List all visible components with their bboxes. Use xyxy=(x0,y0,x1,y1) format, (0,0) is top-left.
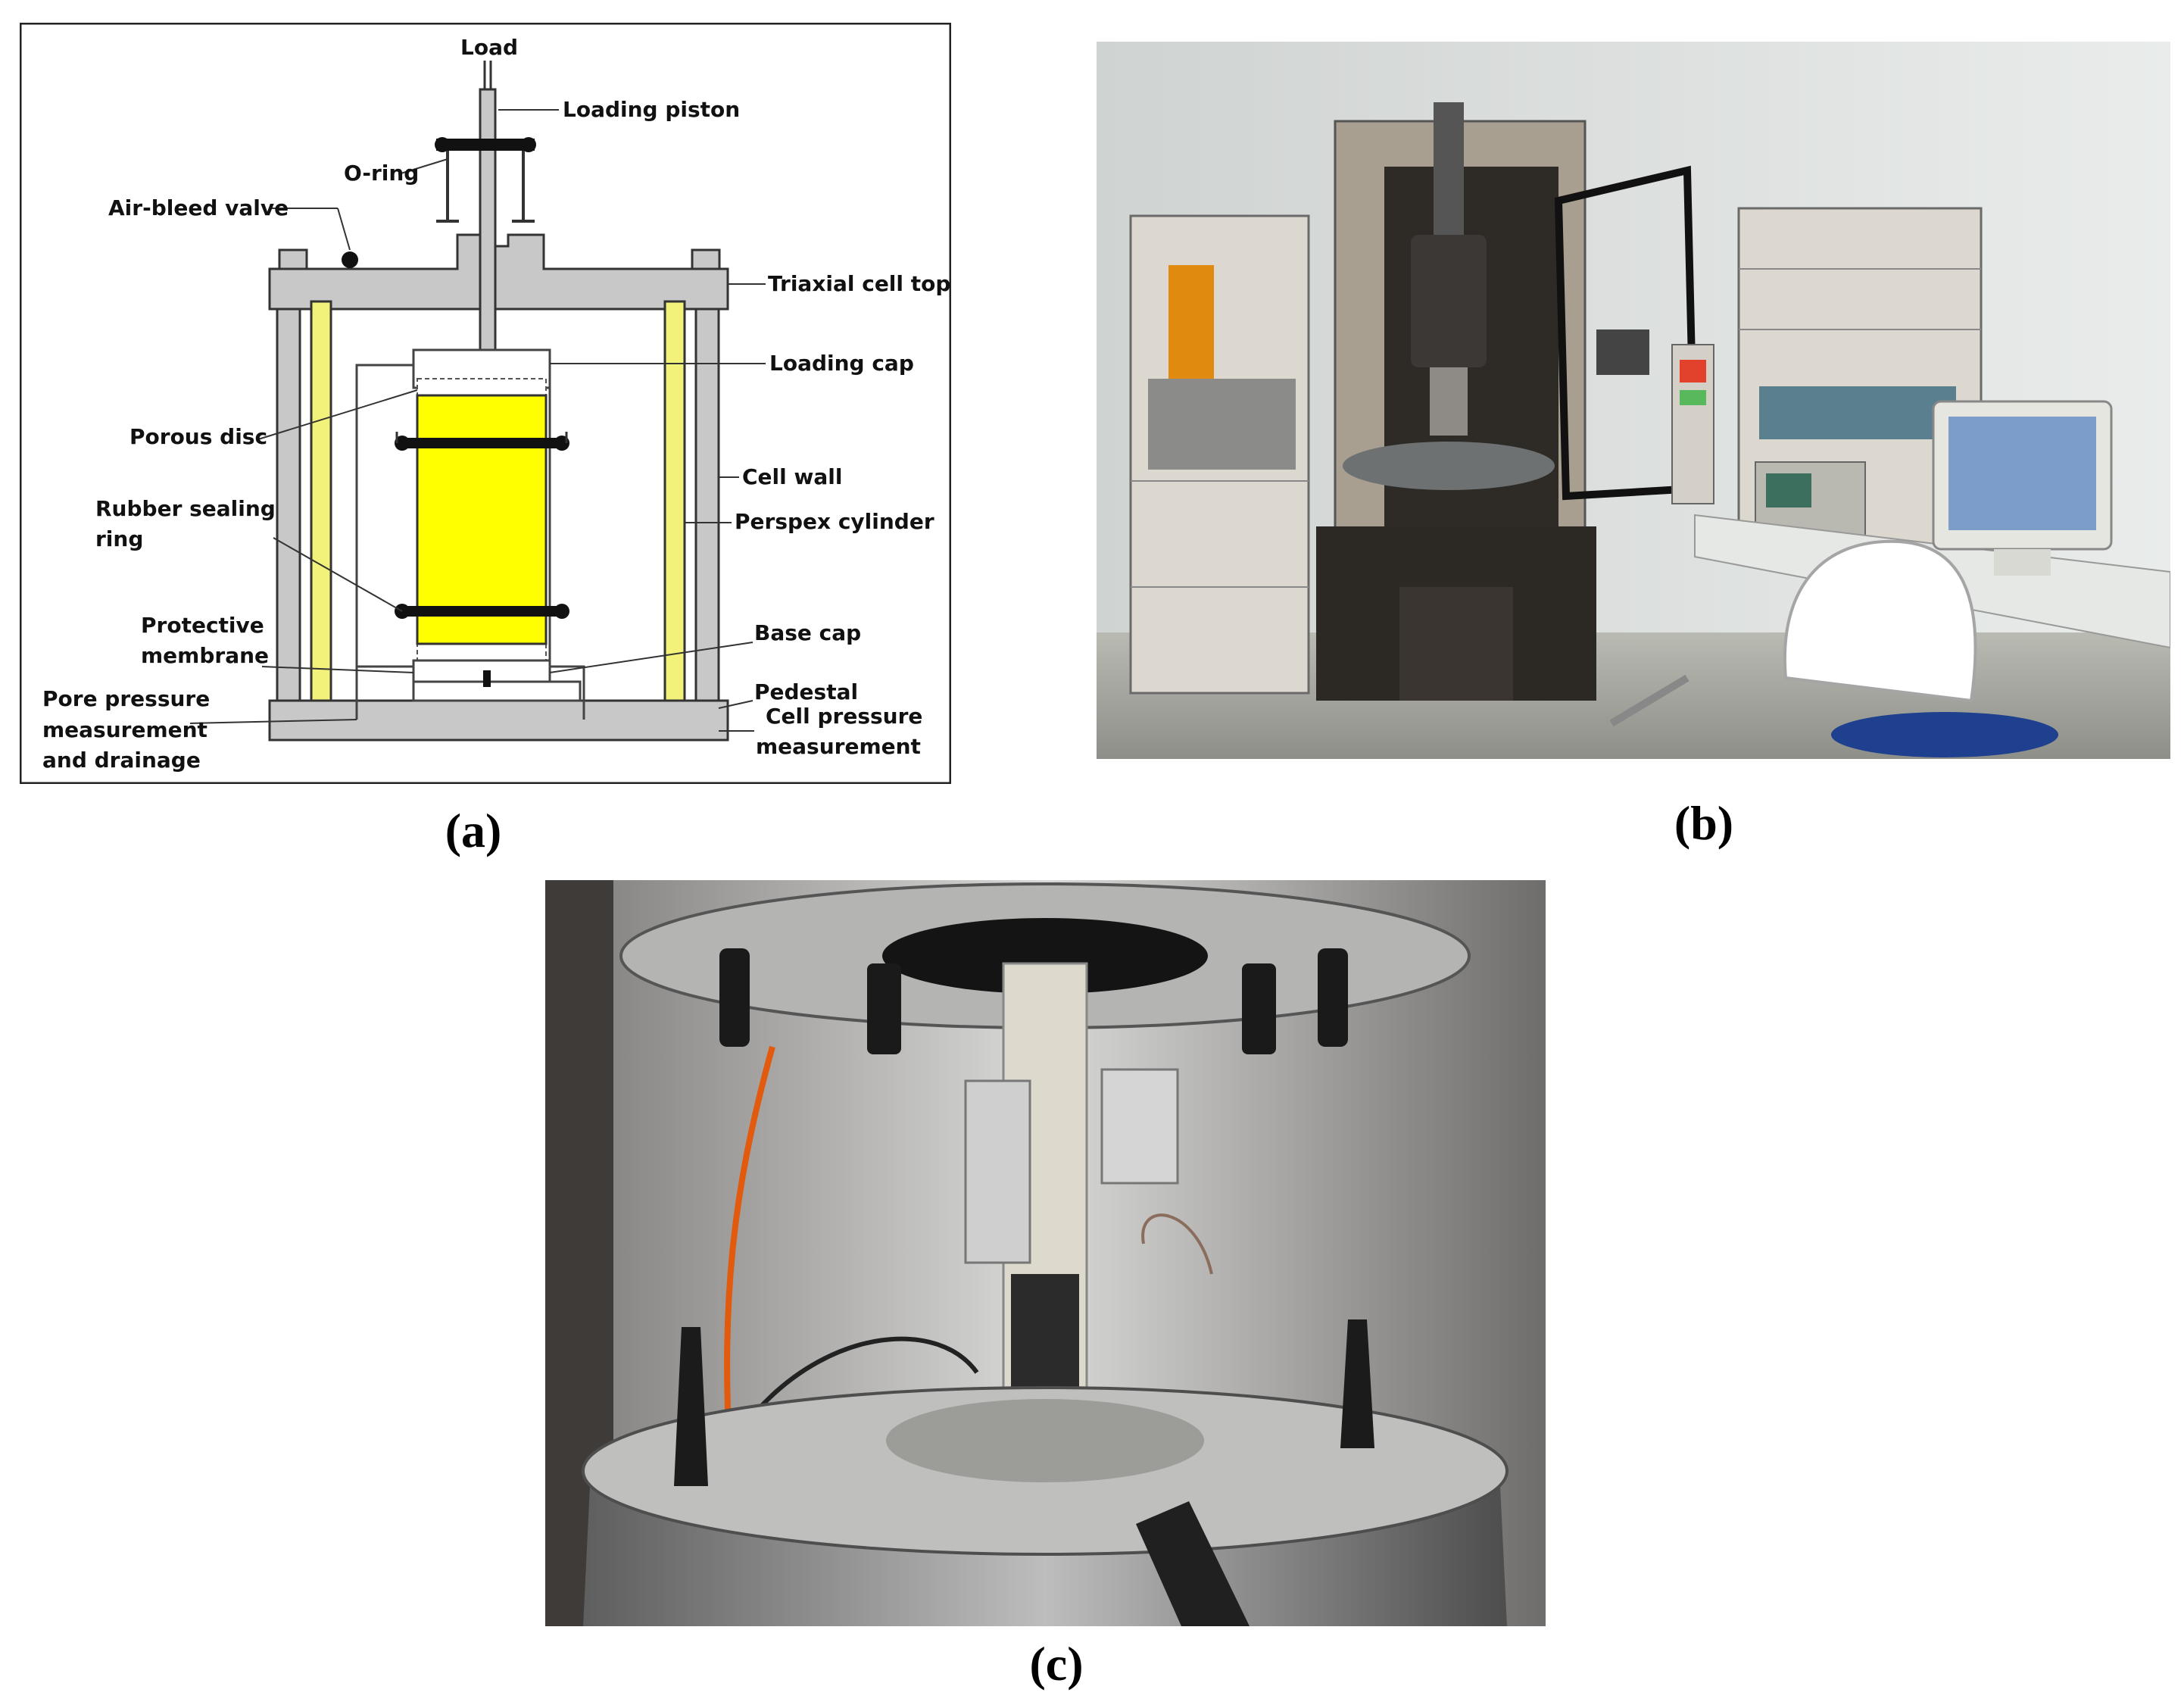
orange-cable xyxy=(724,1045,775,1472)
label-o-ring: O-ring xyxy=(344,161,419,186)
label-pedestal: Pedestal xyxy=(754,679,858,704)
label-pore-pressure-1: Pore pressure xyxy=(42,686,210,711)
base-cap-shape xyxy=(412,659,551,683)
label-load: Load xyxy=(460,35,518,60)
label-cell-pressure-2: measurement xyxy=(756,734,921,759)
bolt-head-left xyxy=(278,248,308,270)
cell-wall-left xyxy=(276,308,301,702)
cell-wall-right xyxy=(694,308,720,702)
label-pore-pressure-3: and drainage xyxy=(42,748,201,773)
triaxial-cell-schematic: Load Loading piston O-ring Air-bleed val… xyxy=(20,23,951,784)
porous-disc-bottom xyxy=(417,643,547,661)
soil-specimen xyxy=(416,394,548,645)
label-rubber-sealing-1: Rubber sealing xyxy=(95,496,276,521)
lab-equipment-photo xyxy=(1097,42,2170,759)
oil-level-window xyxy=(1168,265,1214,386)
label-pore-pressure-2: measurement xyxy=(42,717,207,742)
perspex-cylinder-right xyxy=(663,300,686,702)
triaxial-cell-housing xyxy=(1411,235,1487,367)
caption-c: (c) xyxy=(1029,1637,1084,1691)
label-cell-wall: Cell wall xyxy=(742,464,842,489)
label-cell-pressure-1: Cell pressure xyxy=(766,704,922,729)
air-bleed-valve-knob xyxy=(342,251,358,268)
rubber-sealing-ring-bottom xyxy=(397,606,566,617)
label-perspex-cylinder: Perspex cylinder xyxy=(735,509,934,534)
label-rubber-sealing-2: ring xyxy=(95,526,143,551)
membrane-line-right xyxy=(548,373,585,720)
label-loading-piston: Loading piston xyxy=(563,97,740,122)
label-base-cap: Base cap xyxy=(754,620,861,645)
label-protective-membrane-1: Protective xyxy=(141,613,264,638)
porous-disc-top xyxy=(417,378,547,396)
triaxial-cell-top-shape xyxy=(268,233,729,311)
bolt-head-right xyxy=(691,248,721,270)
caption-a: (a) xyxy=(445,804,502,857)
rubber-sealing-ring-top xyxy=(397,438,566,448)
o-ring-bar xyxy=(436,139,535,151)
pedestal-shape xyxy=(412,680,582,702)
label-loading-cap: Loading cap xyxy=(769,351,914,376)
lab-chair xyxy=(1783,539,1977,703)
lvdt-sensor-left xyxy=(964,1079,1031,1264)
leader-lines xyxy=(189,109,766,732)
lvdt-sensor-right xyxy=(1100,1068,1179,1185)
perspex-cylinder-left xyxy=(310,300,332,702)
label-air-bleed-valve: Air-bleed valve xyxy=(108,195,289,220)
label-protective-membrane-2: membrane xyxy=(141,643,269,668)
specimen-closeup-photo xyxy=(545,880,1546,1626)
membrane-line-left xyxy=(355,364,415,668)
label-triaxial-cell-top: Triaxial cell top xyxy=(768,271,950,296)
caption-b: (b) xyxy=(1674,796,1734,850)
loading-piston-shape xyxy=(479,88,497,371)
label-porous-disc: Porous disc xyxy=(129,424,267,449)
